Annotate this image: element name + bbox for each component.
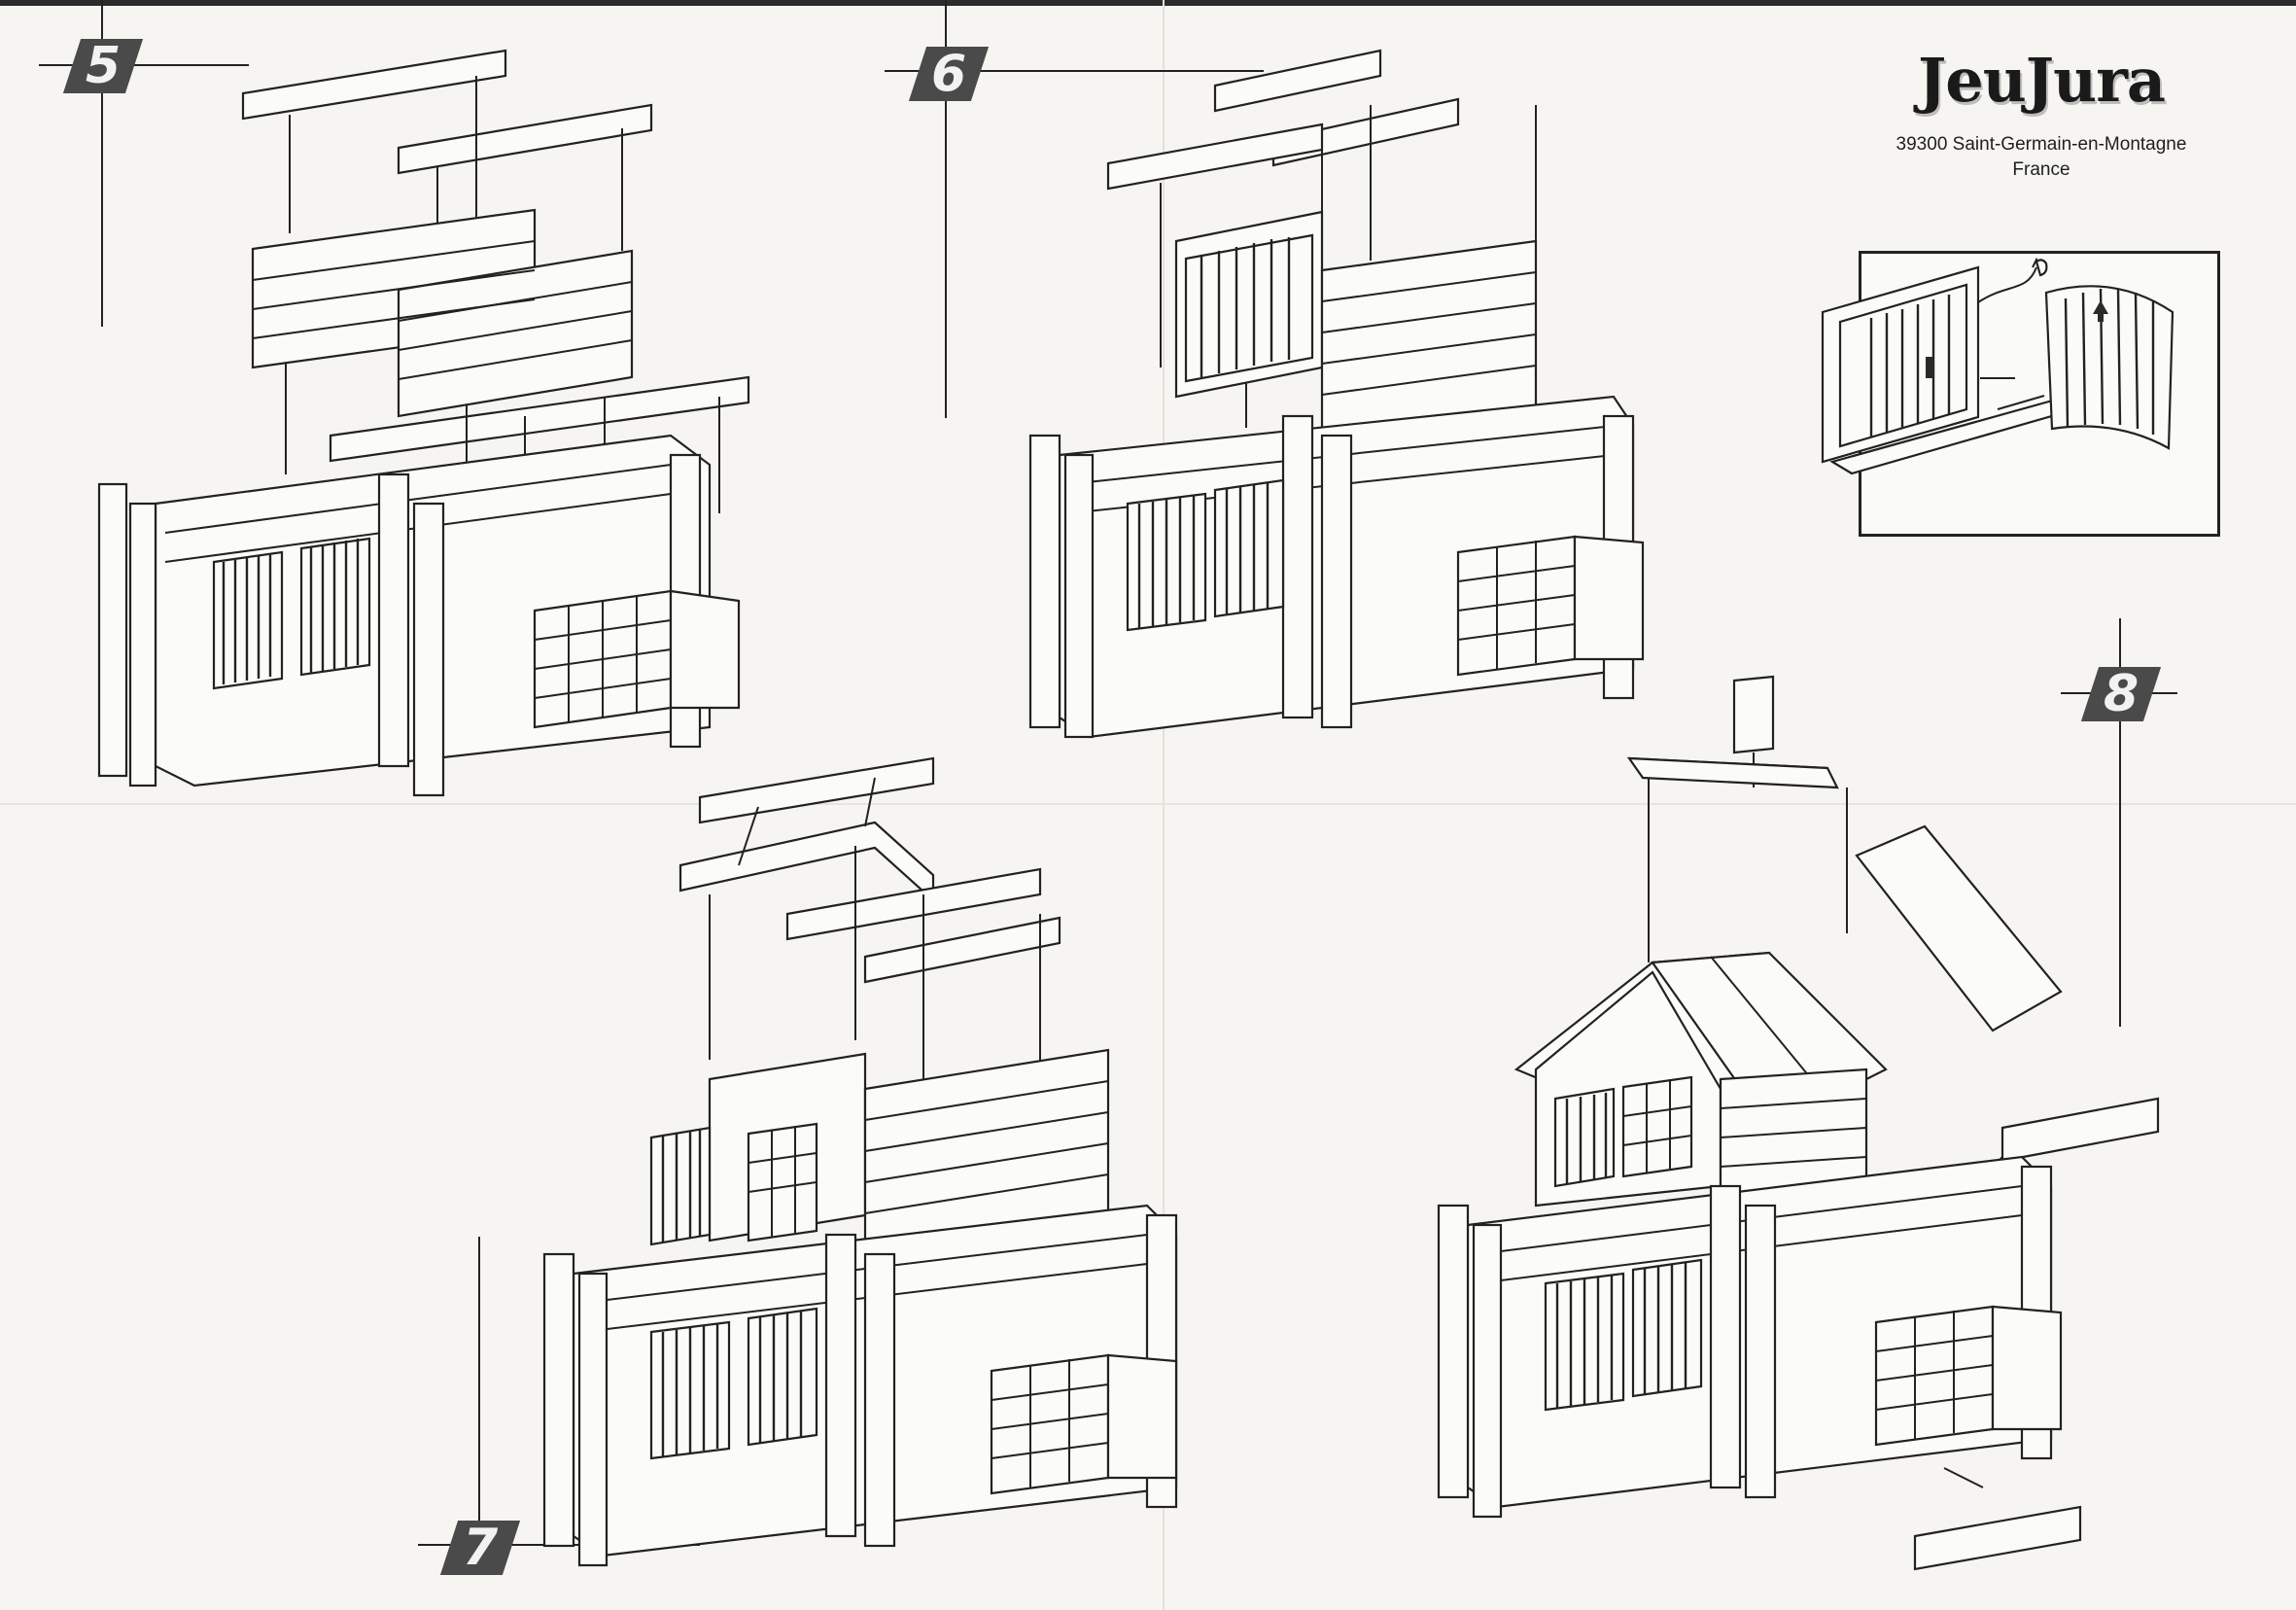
step-6-illustration [1028,49,1645,739]
step-6-badge: 6 [908,45,990,103]
step-5-guide-vertical [101,0,103,327]
step-7-illustration [542,756,1178,1567]
step-6-guide-vertical [945,0,947,418]
step-8-guide-vertical [2119,618,2121,1027]
shutter-detail-illustration [1821,257,2174,475]
step-8-illustration [1437,675,2160,1571]
shutter-detail-inset [1821,251,2220,537]
brand-logo: JeuJura [1917,45,2166,116]
fold-line-horizontal [0,803,2296,805]
fold-line-vertical [1163,0,1165,1610]
brand-address: 39300 Saint-Germain-en-Montagne [1896,134,2187,155]
step-6-guide-horizontal [885,70,1264,72]
brand-block: JeuJura 39300 Saint-Germain-en-Montagne … [1896,51,2187,183]
step-5-guide-horizontal [39,64,249,66]
step-7-badge: 7 [439,1519,521,1577]
step-5-illustration [97,49,750,797]
step-7-guide-vertical [478,1237,480,1558]
sheet-top-edge [0,0,2296,6]
brand-country: France [2012,159,2070,180]
